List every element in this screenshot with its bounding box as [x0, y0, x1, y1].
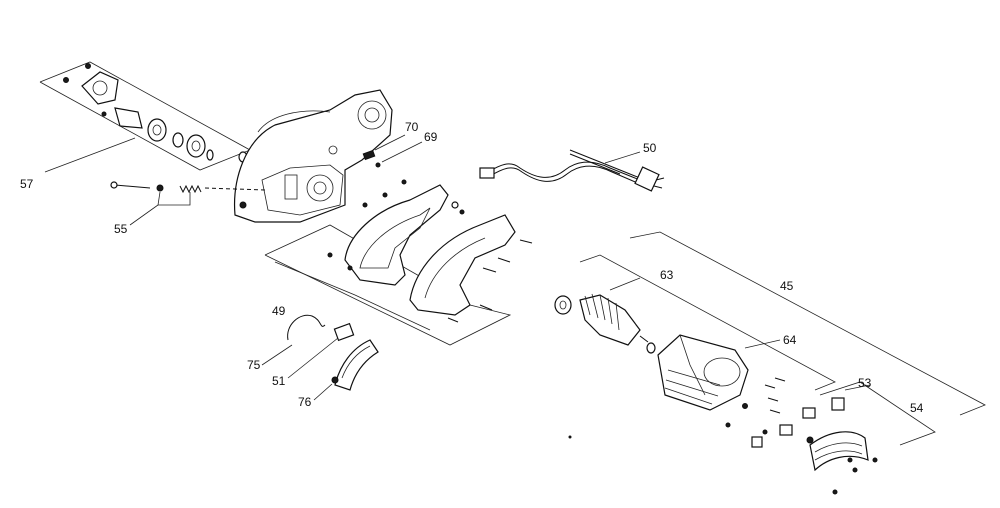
part-label-49: 49	[272, 304, 286, 318]
part-label-57: 57	[20, 177, 34, 191]
part-label-45: 45	[780, 279, 794, 293]
group-bracket-53-54	[819, 381, 936, 446]
part-label-63: 63	[660, 268, 674, 282]
brush-parts	[751, 384, 878, 495]
part-label-50: 50	[643, 141, 657, 155]
part-label-69: 69	[424, 130, 438, 144]
part-label-70: 70	[405, 120, 419, 134]
group-bracket-45	[629, 231, 986, 416]
group-bracket-57	[39, 61, 251, 173]
part-label-51: 51	[272, 374, 286, 388]
group-bracket-63	[579, 254, 836, 391]
part-label-76: 76	[298, 395, 312, 409]
power-cord	[479, 149, 665, 192]
stray-dot	[568, 435, 572, 439]
handle-shell-left	[327, 179, 449, 286]
armature	[554, 277, 656, 354]
part-label-75: 75	[247, 358, 261, 372]
part-label-64: 64	[783, 333, 797, 347]
flange-assembly	[63, 63, 248, 163]
part-label-55: 55	[114, 222, 128, 236]
small-parts-70-69	[362, 134, 423, 168]
loose-parts-bottom	[261, 314, 379, 401]
pin-and-spring	[110, 181, 266, 226]
part-label-54: 54	[910, 401, 924, 415]
part-label-53: 53	[858, 376, 872, 390]
group-bracket-49	[264, 224, 512, 346]
motor-housing	[657, 334, 786, 428]
gear-housing	[233, 89, 393, 223]
handle-shell-right	[409, 201, 533, 323]
